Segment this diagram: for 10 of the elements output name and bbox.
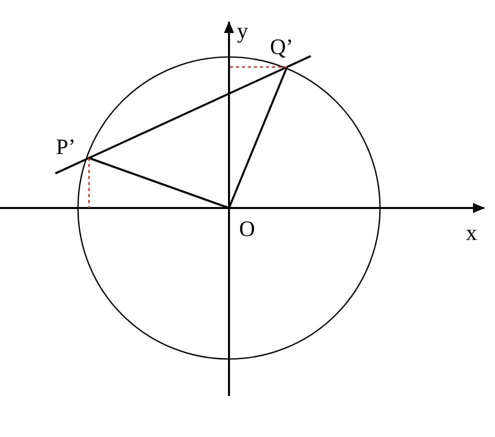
point-label: Q’: [270, 36, 304, 67]
axis-label: x: [466, 222, 477, 244]
projection-line: [229, 66, 287, 68]
line-segment: [88, 157, 230, 209]
line-segment: [54, 55, 312, 174]
point-label: O: [229, 208, 255, 240]
axis-label: y: [237, 20, 248, 42]
projection-line: [88, 158, 90, 208]
point-label: P’: [56, 136, 89, 158]
line-segment: [228, 66, 288, 208]
